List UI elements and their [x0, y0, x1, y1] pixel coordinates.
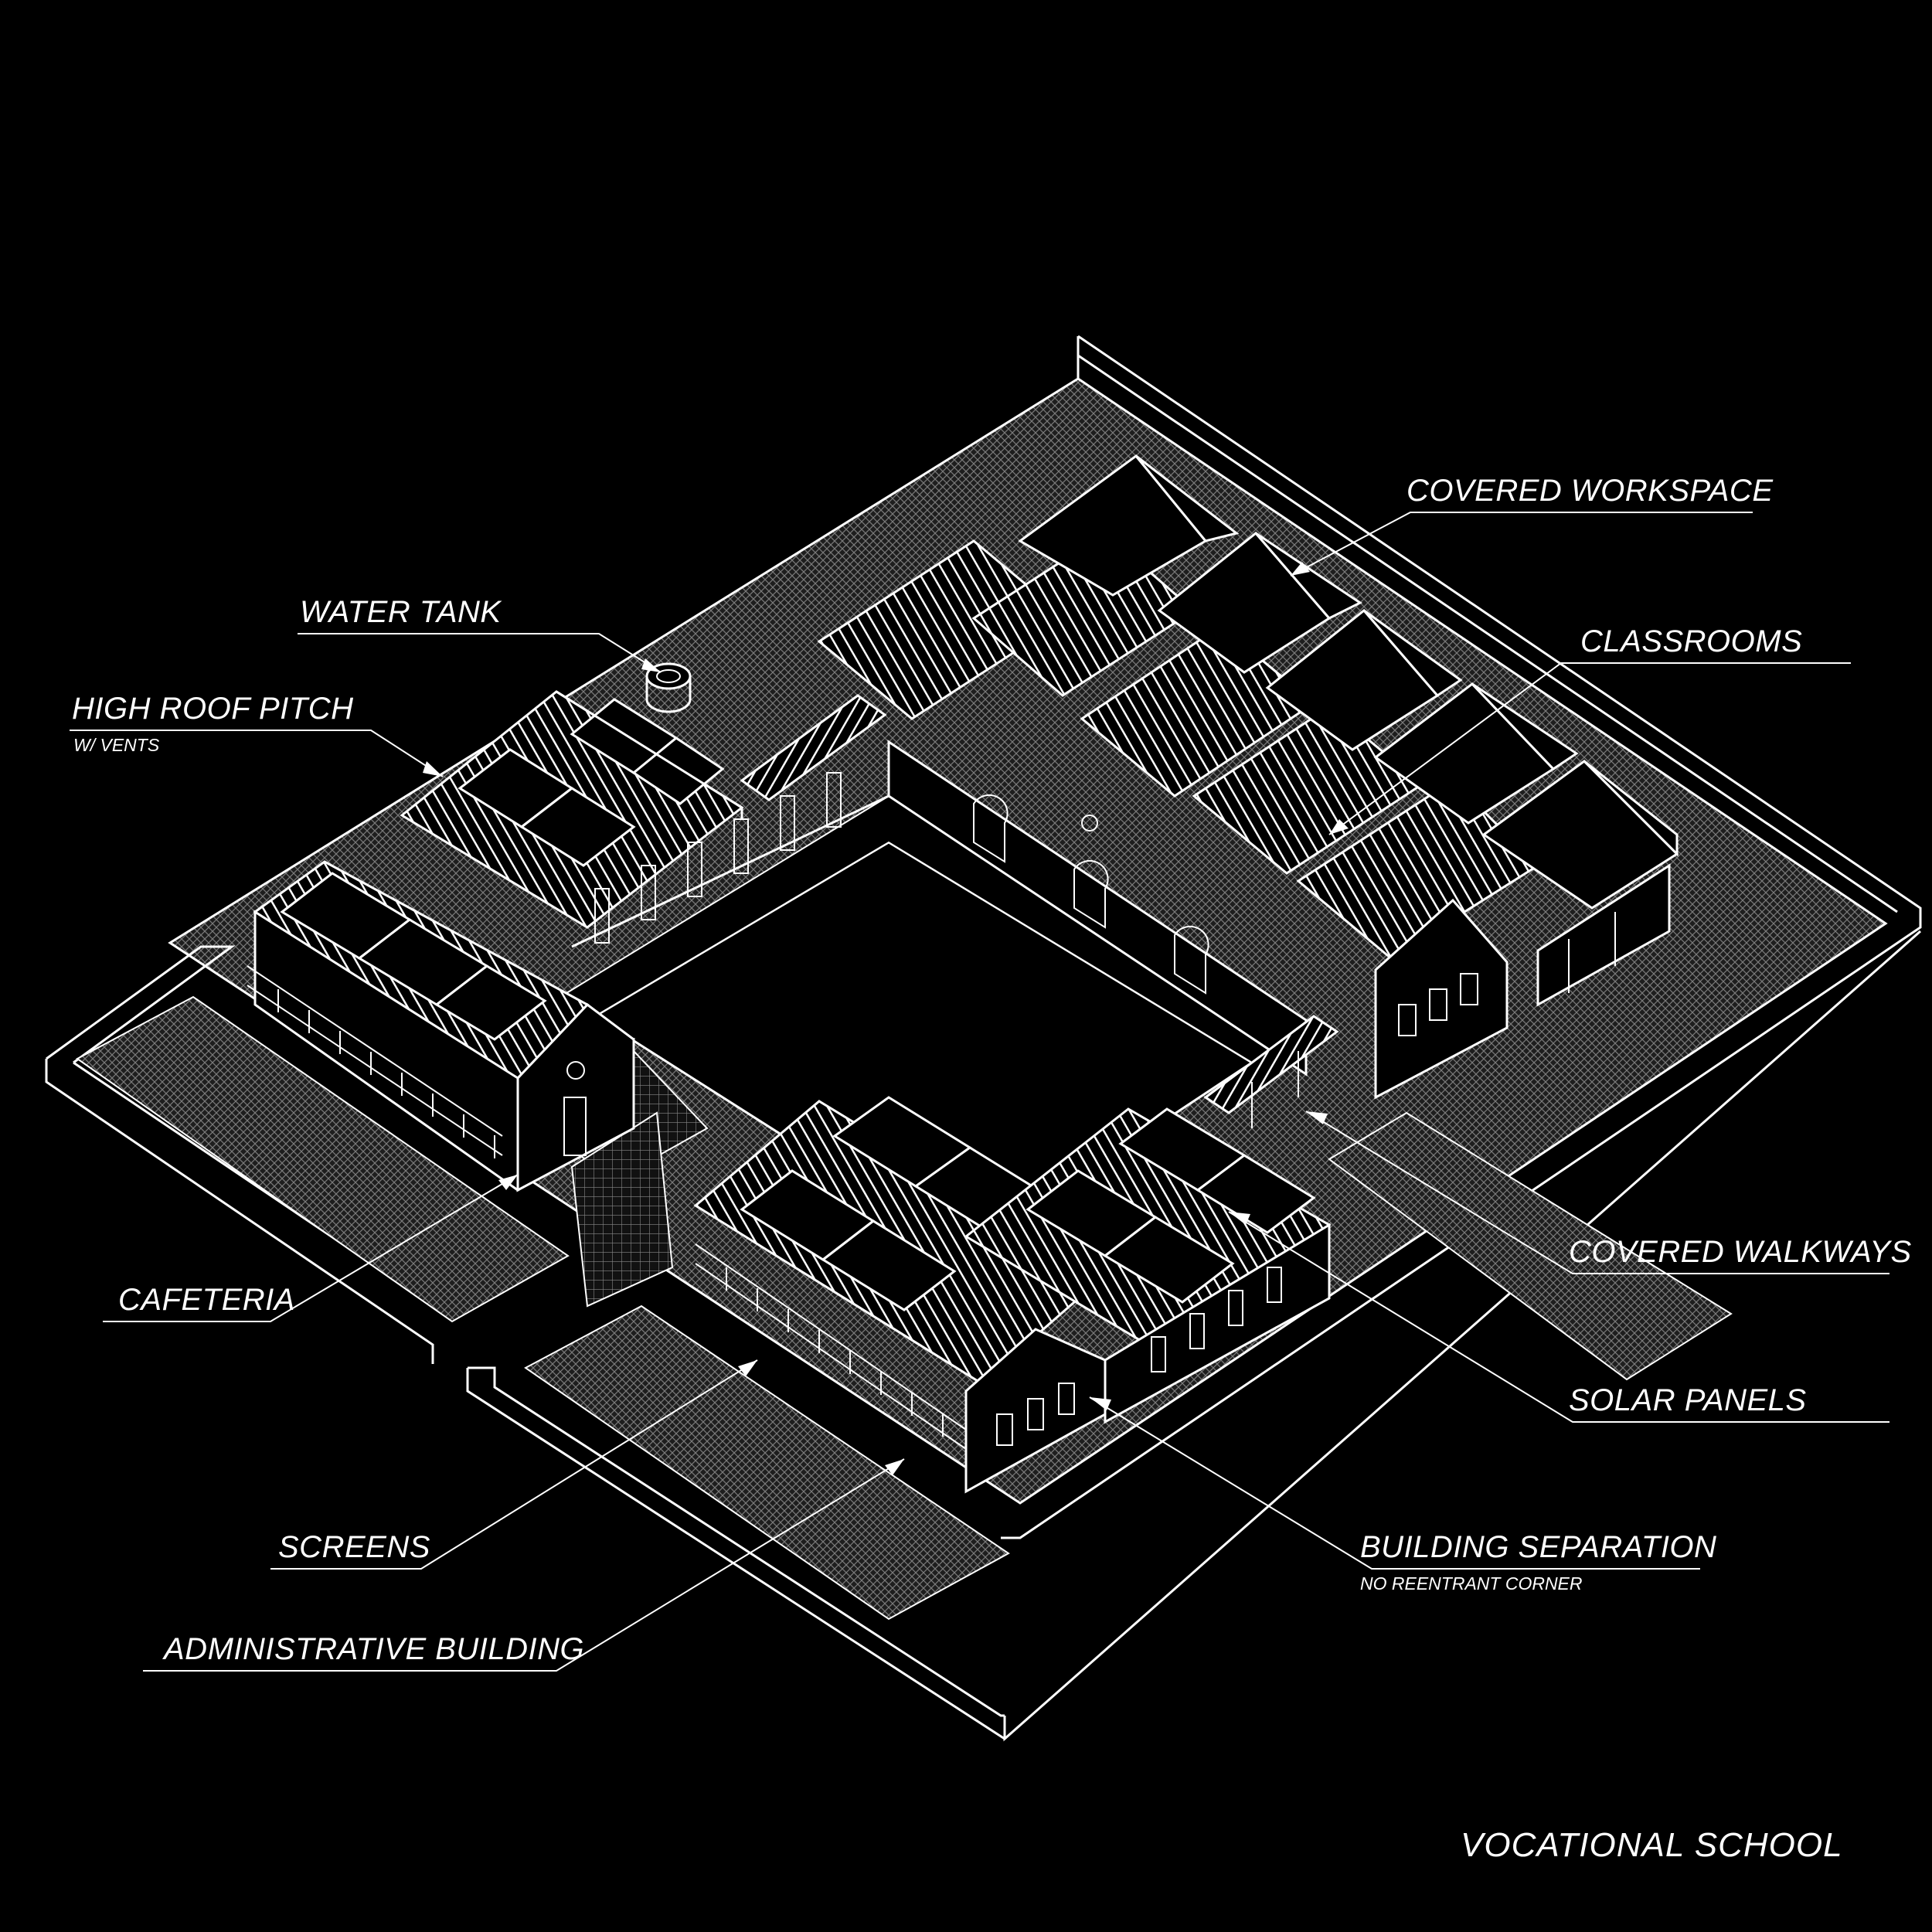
administrative-building — [693, 1096, 1107, 1494]
label-cafeteria: CAFETERIA — [118, 1283, 295, 1317]
covered-workspace — [1018, 454, 1679, 1007]
label-covered-workspace: COVERED WORKSPACE — [1406, 474, 1774, 508]
label-water-tank: WATER TANK — [300, 595, 502, 629]
label-screens: SCREENS — [278, 1530, 430, 1564]
label-administrative-building: ADMINISTRATIVE BUILDING — [162, 1632, 584, 1666]
ground-hatch-bottom — [524, 1304, 1010, 1621]
classrooms-building — [817, 532, 1540, 1100]
label-high-roof-pitch: HIGH ROOF PITCH — [72, 692, 354, 726]
label-building-separation-sub: NO REENTRANT CORNER — [1360, 1573, 1583, 1594]
label-high-roof-pitch-sub: W/ VENTS — [73, 735, 160, 755]
ground-hatch-right — [1328, 1111, 1733, 1381]
diagram-title: VOCATIONAL SCHOOL — [1461, 1826, 1843, 1864]
label-covered-walkways: COVERED WALKWAYS — [1569, 1235, 1912, 1269]
solar-panel-building — [964, 1015, 1339, 1424]
label-solar-panels: SOLAR PANELS — [1569, 1383, 1807, 1417]
cafeteria-building — [247, 860, 635, 1192]
ground-hatch-left — [76, 995, 570, 1323]
label-building-separation: BUILDING SEPARATION — [1360, 1530, 1716, 1564]
high-roof-pitch-building — [400, 690, 889, 948]
label-classrooms: CLASSROOMS — [1580, 624, 1802, 658]
leader-lines — [70, 512, 1889, 1672]
